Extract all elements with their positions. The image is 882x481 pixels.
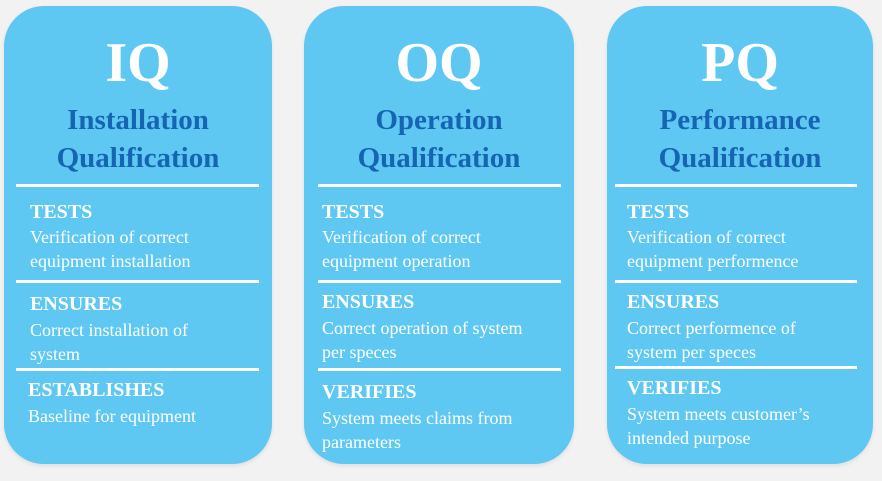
- section-heading: ESTABLISHES: [28, 379, 165, 401]
- section-body-line: Verification of correct: [30, 227, 189, 247]
- section-body-line: intended purpose: [627, 428, 751, 448]
- section-body-line: equipment installation: [30, 251, 191, 271]
- section-heading: TESTS: [30, 201, 93, 223]
- section-body: Verification of correct equipment instal…: [30, 225, 265, 273]
- card-abbreviation: PQ: [701, 32, 779, 94]
- section-divider: [318, 280, 561, 283]
- section-body-line: system per speces: [627, 342, 756, 362]
- oq-card: OQ Operation Qualification TESTS Verific…: [304, 6, 574, 464]
- card-full-title: Installation Qualification: [4, 101, 272, 177]
- section-body-line: Correct operation of system: [322, 318, 523, 338]
- section-body-line: Correct installation of: [30, 320, 188, 340]
- section-divider: [16, 368, 259, 371]
- section-divider: [16, 184, 259, 187]
- iq-card: IQ Installation Qualification TESTS Veri…: [4, 6, 272, 464]
- card-title-line: Qualification: [658, 142, 822, 174]
- section-heading: TESTS: [322, 201, 385, 223]
- card-title-line: Qualification: [56, 142, 220, 174]
- card-title-line: Operation: [375, 104, 503, 136]
- card-title-line: Installation: [67, 104, 209, 136]
- card-title-line: Performance: [659, 104, 821, 136]
- section-heading: ENSURES: [322, 291, 415, 313]
- section-divider: [615, 280, 857, 283]
- pq-card: PQ Performance Qualification TESTS Verif…: [607, 6, 873, 464]
- section-heading: VERIFIES: [322, 381, 417, 403]
- section-body-line: equipment operation: [322, 251, 471, 271]
- section-body-line: Verification of correct: [322, 227, 481, 247]
- section-body: Verification of correct equipment operat…: [322, 225, 567, 273]
- section-body-line: Verification of correct: [627, 227, 786, 247]
- section-body-line: System meets claims from: [322, 408, 513, 428]
- card-title-line: Qualification: [357, 142, 521, 174]
- section-body: Correct operation of system per speces: [322, 316, 567, 364]
- section-body: System meets claims from parameters: [322, 406, 567, 454]
- section-body-line: equipment performence: [627, 251, 799, 271]
- card-abbreviation: IQ: [105, 32, 171, 94]
- section-body: Correct performence of system per speces: [627, 316, 862, 364]
- section-heading: ENSURES: [30, 293, 123, 315]
- section-heading: TESTS: [627, 201, 690, 223]
- section-divider: [615, 184, 857, 187]
- section-divider: [615, 366, 857, 369]
- section-body-line: System meets customer’s: [627, 404, 810, 424]
- section-body: Baseline for equipment: [28, 404, 263, 428]
- card-abbreviation: OQ: [395, 32, 483, 94]
- card-full-title: Operation Qualification: [304, 101, 574, 177]
- section-heading: VERIFIES: [627, 377, 722, 399]
- card-full-title: Performance Qualification: [607, 101, 873, 177]
- section-body-line: Correct performence of: [627, 318, 796, 338]
- section-body: Verification of correct equipment perfor…: [627, 225, 862, 273]
- section-body-line: Baseline for equipment: [28, 406, 196, 426]
- section-body-line: parameters: [322, 432, 401, 452]
- section-body-line: system: [30, 344, 81, 364]
- section-body-line: per speces: [322, 342, 397, 362]
- section-divider: [318, 184, 561, 187]
- section-heading: ENSURES: [627, 291, 720, 313]
- section-body: System meets customer’s intended purpose: [627, 402, 862, 450]
- section-body: Correct installation of system: [30, 318, 265, 366]
- section-divider: [318, 368, 561, 371]
- section-divider: [16, 280, 259, 283]
